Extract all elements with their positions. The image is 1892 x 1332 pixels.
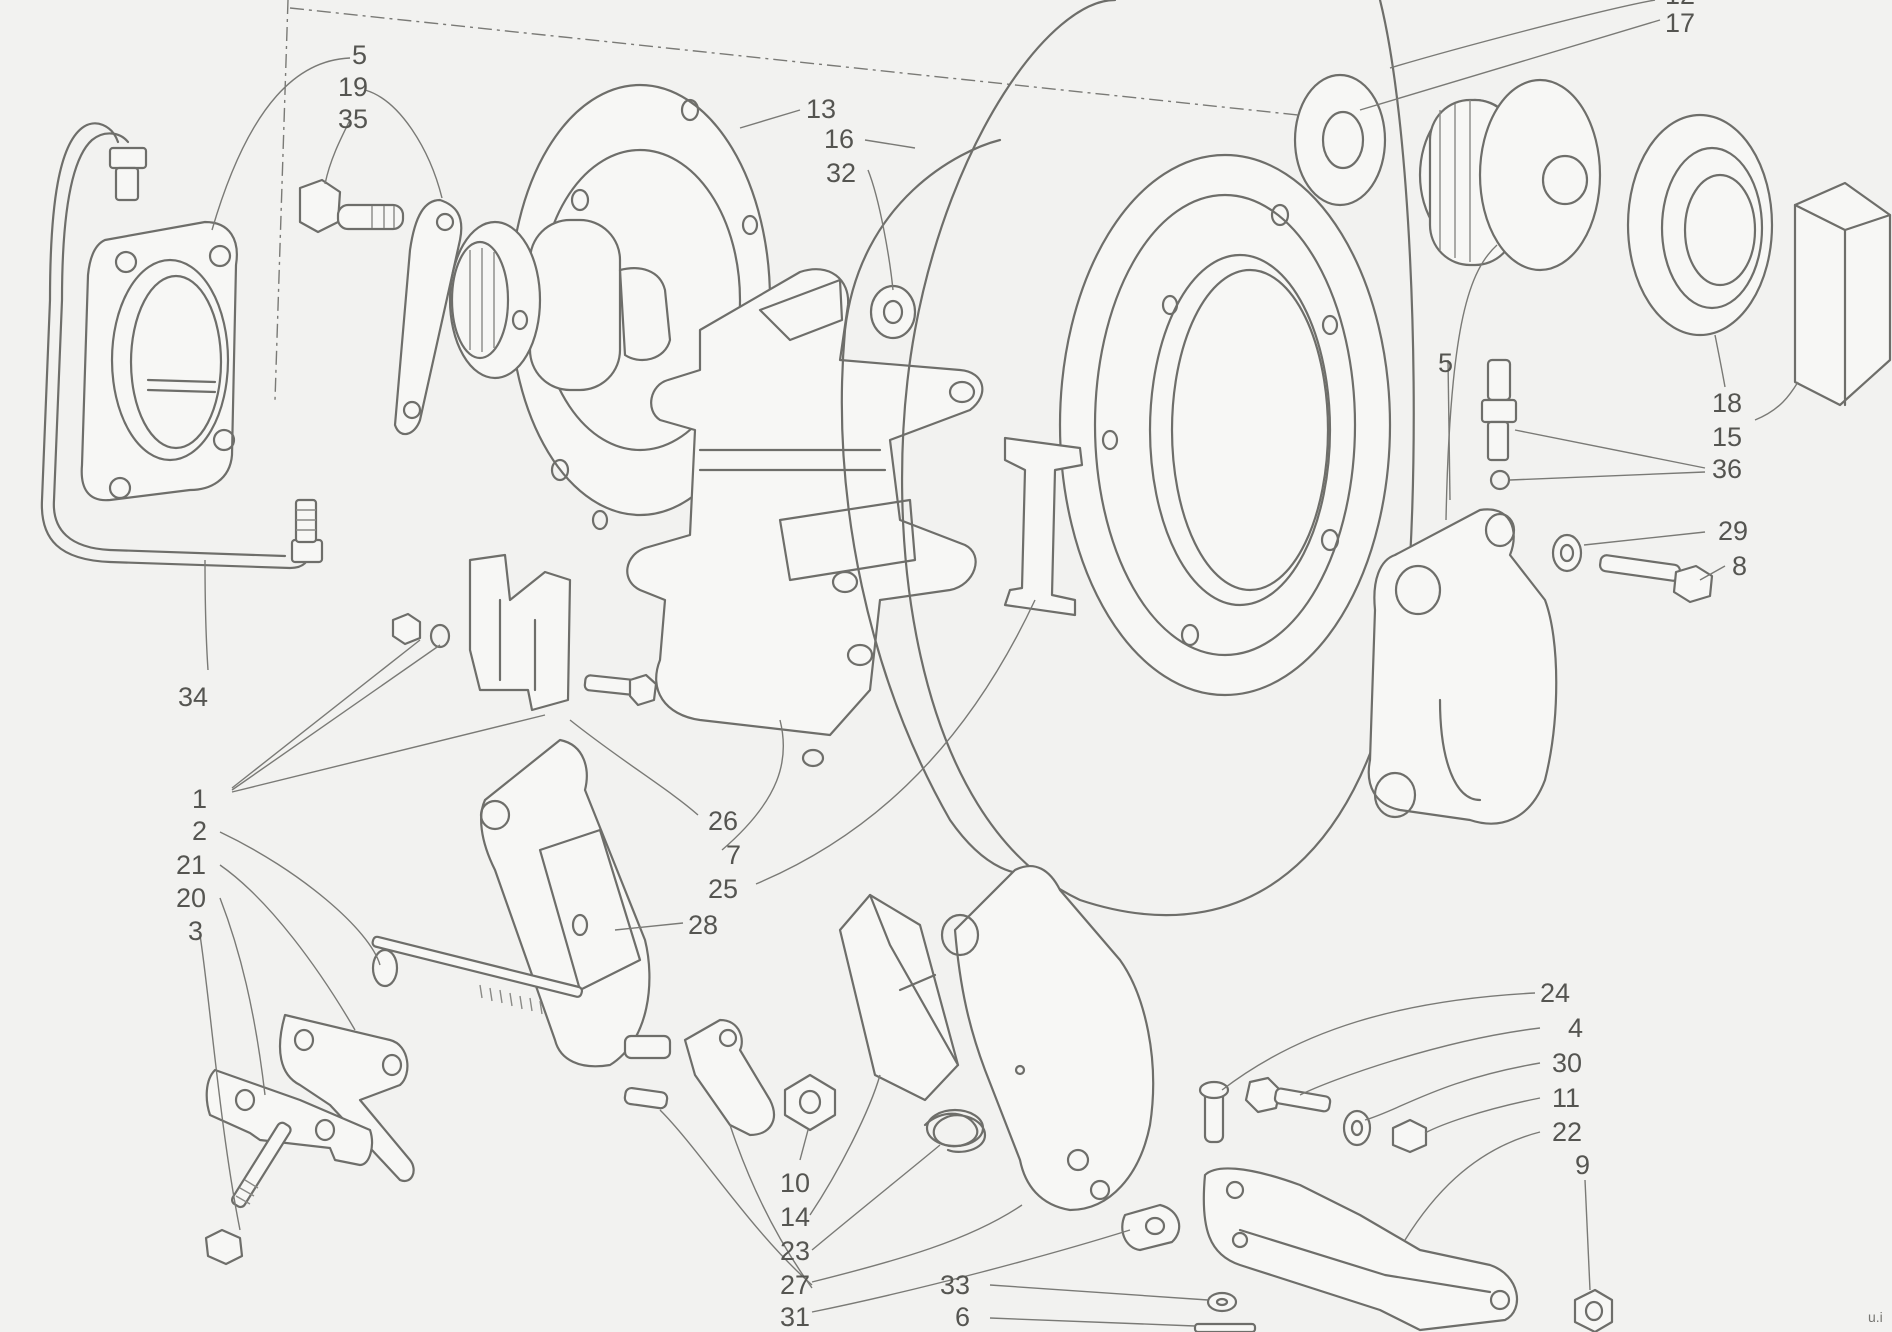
leader-lines: [199, 0, 1799, 1327]
mounting-bracket-21: [278, 1013, 415, 1183]
bleed-screw-36: [1480, 358, 1518, 491]
callout-18: 18: [1712, 388, 1742, 418]
brake-pad-15: [1793, 181, 1892, 407]
clip-bolt: [583, 673, 658, 707]
callout-32: 32: [826, 158, 856, 188]
caliper-right-half: [1367, 508, 1558, 825]
callout-19: 19: [338, 72, 368, 102]
mounting-plate-20: [205, 1068, 374, 1167]
callout-5-right: 5: [1438, 348, 1453, 378]
center-axis-lines: [274, 0, 1346, 401]
brake-hose-pipe: [40, 122, 324, 570]
callout-25: 25: [708, 874, 738, 904]
bolt-35: [298, 178, 405, 234]
callout-34: 34: [178, 682, 208, 712]
callout-14: 14: [780, 1202, 810, 1232]
caliper-left-half: [80, 220, 238, 502]
bolt-4: [1244, 1076, 1332, 1114]
callout-7: 7: [726, 840, 741, 870]
callout-35: 35: [338, 104, 368, 134]
bolt-3: [204, 1121, 292, 1266]
callout-17: 17: [1665, 8, 1695, 38]
actuating-arm-22: [1202, 1167, 1519, 1332]
callout-31: 31: [780, 1302, 810, 1332]
spring-23: [923, 1108, 987, 1153]
callout-30: 30: [1552, 1048, 1582, 1078]
callout-23: 23: [780, 1236, 810, 1266]
washer-17: [1293, 73, 1387, 207]
callout-33: 33: [940, 1270, 970, 1300]
adjuster-screw-2: [371, 935, 672, 1060]
callout-28: 28: [688, 910, 718, 940]
callout-10: 10: [780, 1168, 810, 1198]
washer-32: [869, 284, 917, 340]
callout-12: 12: [1665, 0, 1695, 10]
nut-9: [1573, 1288, 1614, 1332]
nut-and-washer: [391, 612, 451, 649]
piston-seal-18: [1626, 113, 1774, 337]
caliper-body-7: [626, 268, 984, 768]
pin-24: [1198, 1080, 1230, 1144]
callout-1: 1: [192, 784, 207, 814]
lock-plate-19: [393, 198, 463, 436]
callout-5-left: 5: [352, 40, 367, 70]
link-plate-31: [683, 1018, 776, 1137]
pin-6: [1193, 1322, 1257, 1332]
callout-15: 15: [1712, 422, 1742, 452]
callout-3: 3: [188, 916, 203, 946]
callout-36: 36: [1712, 454, 1742, 484]
callout-21: 21: [176, 850, 206, 880]
pad-carrier-28: [479, 738, 651, 1068]
callout-13: 13: [806, 94, 836, 124]
washer-29: [1551, 533, 1583, 573]
nut-11: [1391, 1118, 1428, 1154]
link-eye: [1121, 1203, 1181, 1252]
brake-disc-12: [901, 0, 1415, 917]
nut-10: [783, 1073, 837, 1132]
bolt-8: [1598, 554, 1714, 604]
callout-4: 4: [1568, 1013, 1583, 1043]
callout-27: 27: [780, 1270, 810, 1300]
callout-6: 6: [955, 1302, 970, 1332]
callout-29: 29: [1718, 516, 1748, 546]
callout-11: 11: [1552, 1083, 1580, 1113]
callout-8: 8: [1732, 551, 1747, 581]
pin-27: [623, 1086, 669, 1110]
corner-mark: u.i: [1868, 1309, 1883, 1325]
callout-numbers: 5 19 35 13 16 32 12 17 5 18 15 36 29 8 3…: [176, 0, 1883, 1332]
pad-clip-26: [468, 553, 572, 712]
pad-retainer-spring-25: [1003, 436, 1084, 617]
callout-26: 26: [708, 806, 738, 836]
callout-16: 16: [824, 124, 854, 154]
callout-22: 22: [1552, 1117, 1582, 1147]
washer-30: [1342, 1109, 1372, 1147]
dust-shield-16: [840, 138, 1042, 875]
piston-assembly: [1418, 78, 1602, 272]
callout-2: 2: [192, 816, 207, 846]
callout-24: 24: [1540, 978, 1570, 1008]
callout-20: 20: [176, 883, 206, 913]
caliper-lever: [940, 864, 1155, 1212]
brake-pad-14: [838, 893, 960, 1102]
washer-33: [1206, 1291, 1238, 1313]
callout-9: 9: [1575, 1150, 1590, 1180]
